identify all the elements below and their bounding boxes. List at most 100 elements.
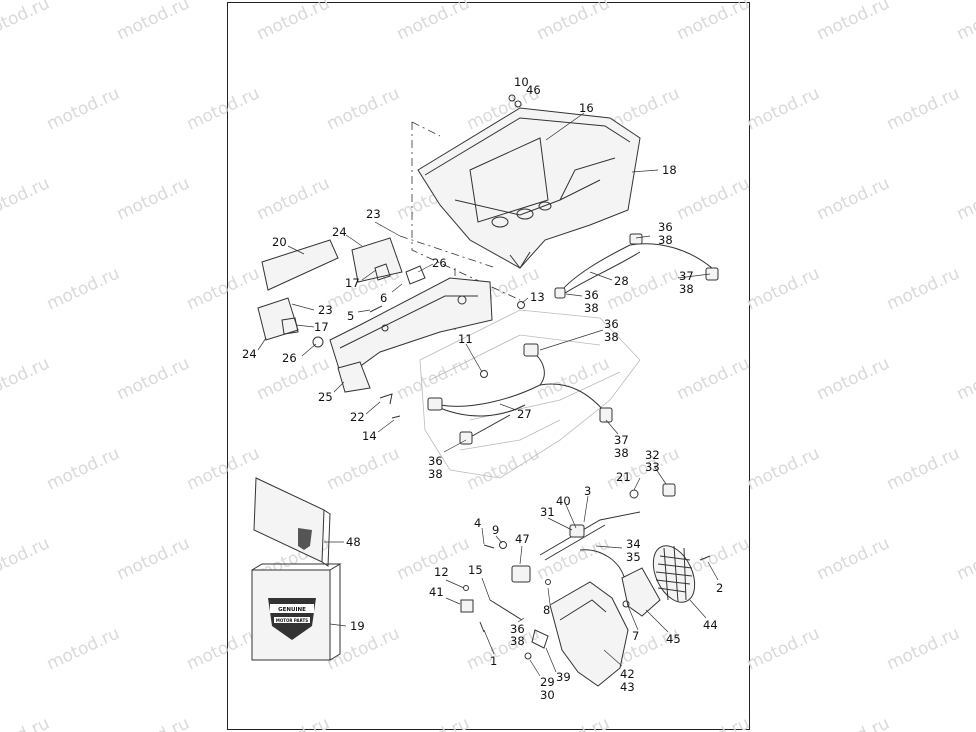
watermark-text: motod.ru <box>114 353 193 404</box>
lid-outline <box>419 309 641 479</box>
callout-26a: 26 <box>432 256 447 270</box>
callout-23a: 23 <box>366 207 381 221</box>
watermark-text: motod.ru <box>534 353 613 404</box>
watermark-text: motod.ru <box>954 713 976 732</box>
service-manual-book <box>253 477 331 567</box>
watermark-text: motod.ru <box>814 353 893 404</box>
watermark-text: motod.ru <box>324 443 403 494</box>
callout-17a: 17 <box>345 276 360 290</box>
callout-20: 20 <box>272 235 287 249</box>
callout-38a: 38 <box>658 233 673 247</box>
callout-29: 29 <box>540 675 555 689</box>
callout-13: 13 <box>530 290 545 304</box>
watermark-text: motod.ru <box>814 533 893 584</box>
genuine-motor-parts-shield-icon <box>268 598 316 640</box>
callout-labels: 10 46 16 18 23 24 20 36 38 26 17 28 37 3… <box>242 75 723 702</box>
watermark-text: motod.ru <box>254 713 333 732</box>
callout-4: 4 <box>474 516 481 530</box>
callout-44: 44 <box>703 618 718 632</box>
watermark-text: motod.ru <box>394 353 473 404</box>
watermark-text: motod.ru <box>814 173 893 224</box>
callout-31: 31 <box>540 505 555 519</box>
watermark-text: motod.ru <box>114 0 193 45</box>
callout-33: 33 <box>645 460 660 474</box>
watermark-text: motod.ru <box>954 173 976 224</box>
callout-22: 22 <box>350 410 365 424</box>
latch-assembly <box>460 483 676 660</box>
callout-17b: 17 <box>314 320 329 334</box>
watermark-text: motod.ru <box>394 713 473 732</box>
callout-12: 12 <box>434 565 449 579</box>
watermark-text: motod.ru <box>114 713 193 732</box>
callout-45: 45 <box>666 632 681 646</box>
callout-28: 28 <box>614 274 629 288</box>
watermark-text: motod.ru <box>884 443 963 494</box>
watermark-text: motod.ru <box>254 173 333 224</box>
watermark-text: motod.ru <box>184 623 263 674</box>
watermark-text: motod.ru <box>674 713 753 732</box>
callout-38c: 38 <box>584 301 599 315</box>
callout-34: 34 <box>626 537 641 551</box>
watermark-text: motod.ru <box>464 623 543 674</box>
watermark-text: motod.ru <box>394 0 473 45</box>
callout-32: 32 <box>645 448 660 462</box>
watermark-text: motod.ru <box>114 533 193 584</box>
callout-9: 9 <box>492 523 499 537</box>
callout-36e: 36 <box>510 622 525 636</box>
watermark-text: motod.ru <box>464 443 543 494</box>
callout-26b: 26 <box>282 351 297 365</box>
callout-36a: 36 <box>658 220 673 234</box>
callout-37a: 37 <box>679 269 694 283</box>
callout-25: 25 <box>318 390 333 404</box>
callout-6: 6 <box>380 291 387 305</box>
watermark-text: motod.ru <box>114 173 193 224</box>
callout-41: 41 <box>429 585 444 599</box>
callout-39: 39 <box>556 670 571 684</box>
callout-23b: 23 <box>318 303 333 317</box>
watermark-text: motod.ru <box>954 533 976 584</box>
callout-24a: 24 <box>332 225 347 239</box>
watermark-text: motod.ru <box>534 713 613 732</box>
badge-text-motor-parts: MOTOR PARTS <box>276 618 308 623</box>
callout-38b: 38 <box>679 282 694 296</box>
watermark-text: motod.ru <box>744 263 823 314</box>
watermark-text: motod.ru <box>884 263 963 314</box>
watermark-text: motod.ru <box>744 83 823 134</box>
callout-37b: 37 <box>614 433 629 447</box>
callout-40: 40 <box>556 494 571 508</box>
watermark-text: motod.ru <box>254 0 333 45</box>
leader-lines <box>257 112 719 677</box>
callout-36d: 36 <box>428 454 443 468</box>
callout-38g: 38 <box>510 634 525 648</box>
callout-7: 7 <box>632 629 639 643</box>
watermark-text: motod.ru <box>604 263 683 314</box>
watermark-text: motod.ru <box>0 533 53 584</box>
callout-42: 42 <box>620 667 635 681</box>
callout-46: 46 <box>526 83 541 97</box>
callout-2: 2 <box>716 581 723 595</box>
watermark-text: motod.ru <box>954 0 976 45</box>
watermark-text: motod.ru <box>674 173 753 224</box>
callout-30: 30 <box>540 688 555 702</box>
callout-19: 19 <box>350 619 365 633</box>
callout-21: 21 <box>616 470 631 484</box>
callout-10: 10 <box>514 75 529 89</box>
watermark-text: motod.ru <box>44 443 123 494</box>
watermark-text: motod.ru <box>0 353 53 404</box>
watermark-text: motod.ru <box>184 83 263 134</box>
watermark-text: motod.ru <box>884 83 963 134</box>
watermark-text: motod.ru <box>184 263 263 314</box>
callout-11: 11 <box>458 332 473 346</box>
callout-3: 3 <box>584 484 591 498</box>
watermark-text: motod.ru <box>0 713 53 732</box>
callout-36b: 36 <box>584 288 599 302</box>
watermark-text: motod.ru <box>744 623 823 674</box>
speaker-assembly <box>549 545 711 687</box>
callout-14: 14 <box>362 429 377 443</box>
callout-5: 5 <box>347 309 354 323</box>
speaker-grille <box>655 545 693 603</box>
watermark-text: motod.ru <box>324 83 403 134</box>
callout-24b: 24 <box>242 347 257 361</box>
